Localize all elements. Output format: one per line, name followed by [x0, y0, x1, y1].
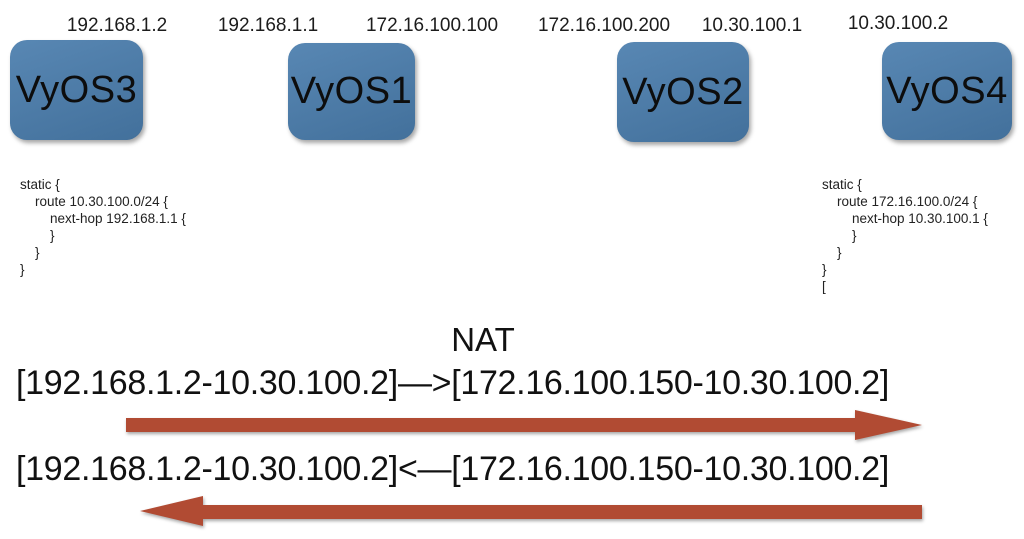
router-box-vyos1: VyOS1 [288, 43, 415, 140]
ip-label-vyos1-right: 172.16.100.100 [365, 15, 499, 36]
ip-label-vyos4: 10.30.100.2 [847, 13, 949, 34]
ip-label-vyos3: 192.168.1.2 [66, 15, 168, 36]
nat-translation-reverse: [192.168.1.2-10.30.100.2]<—[172.16.100.1… [16, 450, 889, 488]
nat-translation-forward: [192.168.1.2-10.30.100.2]—>[172.16.100.1… [16, 364, 889, 402]
nat-title: NAT [451, 321, 515, 358]
router-label-vyos2: VyOS2 [622, 70, 744, 113]
router-label-vyos3: VyOS3 [15, 68, 138, 111]
ip-label-vyos1-left: 192.168.1.1 [217, 15, 319, 36]
router-box-vyos4: VyOS4 [882, 42, 1012, 140]
router-box-vyos2: VyOS2 [617, 42, 749, 142]
static-route-config-vyos3: static { route 10.30.100.0/24 { next-hop… [20, 177, 186, 277]
static-route-config-vyos4: static { route 172.16.100.0/24 { next-ho… [822, 177, 988, 294]
router-box-vyos3: VyOS3 [10, 40, 143, 140]
ip-label-vyos2-left: 172.16.100.200 [537, 15, 671, 36]
ip-label-vyos2-right: 10.30.100.1 [701, 15, 803, 36]
router-label-vyos4: VyOS4 [886, 69, 1008, 112]
router-label-vyos1: VyOS1 [290, 70, 413, 112]
right-arrow-icon [126, 410, 922, 440]
left-arrow-icon [140, 496, 922, 526]
